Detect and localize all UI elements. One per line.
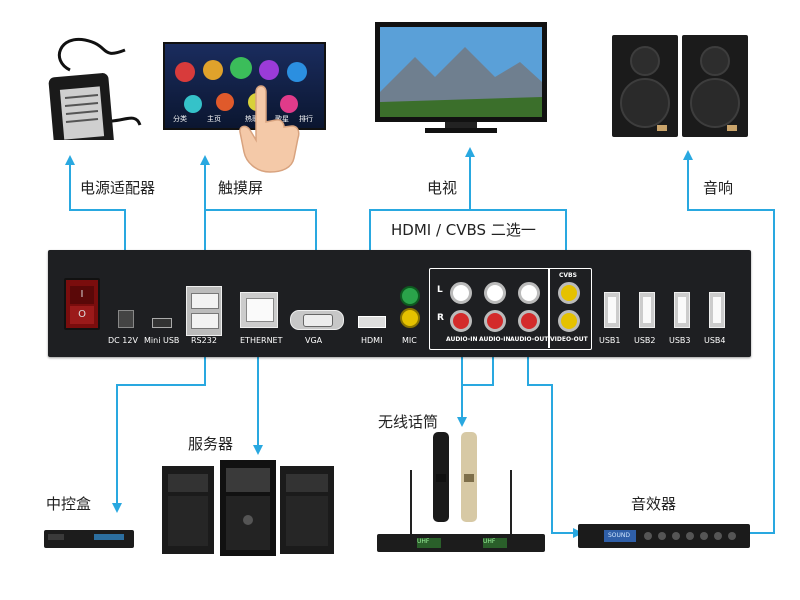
audio-in-1-right-jack[interactable]	[450, 310, 472, 332]
mic-display-b: UHF	[483, 538, 496, 545]
server-label: 服务器	[188, 435, 234, 453]
screen-menu-item: 主页	[207, 115, 221, 123]
hdmi-label: HDMI	[361, 336, 383, 345]
tv-image	[375, 22, 547, 133]
hdmi-cvbs-note: HDMI / CVBS 二选一	[391, 221, 536, 239]
audio-out-label: AUDIO-OUT	[510, 336, 549, 343]
audio-out-right-jack[interactable]	[518, 310, 540, 332]
audio-in-2-right-jack[interactable]	[484, 310, 506, 332]
screen-menu-item: 分类	[173, 115, 187, 123]
vga-port[interactable]	[290, 310, 344, 330]
audio-block	[429, 268, 592, 350]
server-image	[162, 460, 334, 556]
ethernet-label: ETHERNET	[240, 336, 283, 345]
usb1-label: USB1	[599, 336, 621, 345]
mini-usb-label: Mini USB	[144, 336, 180, 345]
usb1-port[interactable]	[604, 292, 620, 328]
mic-label: MIC	[402, 336, 417, 345]
wireless-mic-image	[377, 432, 545, 552]
audio-in-1-left-jack[interactable]	[450, 282, 472, 304]
audio-in-2-left-jack[interactable]	[484, 282, 506, 304]
control-box-image	[44, 530, 134, 548]
right-channel-label: R	[437, 313, 444, 323]
touchscreen-label: 触摸屏	[218, 179, 264, 197]
screen-menu-item: 热歌	[245, 115, 259, 123]
mic-jack-yellow[interactable]	[400, 308, 420, 328]
mic-display-a: UHF	[417, 538, 430, 545]
rs232-port[interactable]	[186, 286, 222, 336]
screen-menu-item: 歌星	[275, 115, 289, 123]
mini-usb-port[interactable]	[152, 318, 172, 328]
ethernet-port[interactable]	[240, 292, 278, 328]
hand-icon	[239, 85, 300, 173]
screen-menu-item: 排行	[299, 115, 313, 123]
effects-unit-label: 音效器	[631, 495, 677, 513]
speakers-image	[612, 35, 748, 137]
video-out-label: VIDEO-OUT	[550, 336, 588, 343]
power-switch[interactable]: I O	[64, 278, 100, 330]
cvbs-jack[interactable]	[558, 282, 580, 304]
cvbs-label: CVBS	[559, 272, 577, 279]
dc-label: DC 12V	[108, 336, 138, 345]
left-channel-label: L	[437, 285, 443, 295]
wireless-mic-label: 无线话筒	[378, 413, 439, 431]
tv-label: 电视	[427, 179, 458, 197]
audio-out-left-jack[interactable]	[518, 282, 540, 304]
control-box-label: 中控盒	[46, 495, 92, 513]
effects-unit-image	[578, 524, 750, 548]
usb3-label: USB3	[669, 336, 691, 345]
usb2-port[interactable]	[639, 292, 655, 328]
usb2-label: USB2	[634, 336, 656, 345]
effects-display: SOUND	[608, 532, 631, 539]
device-rear-panel: I O DC 12V Mini USB RS232 ETHERNET VGA H…	[48, 250, 751, 357]
mic-jack-green[interactable]	[400, 286, 420, 306]
dc-jack[interactable]	[118, 310, 134, 328]
usb4-port[interactable]	[709, 292, 725, 328]
speakers-label: 音响	[703, 179, 734, 197]
power-adapter-label: 电源适配器	[80, 179, 156, 197]
usb3-port[interactable]	[674, 292, 690, 328]
rs232-label: RS232	[191, 336, 217, 345]
audio-in-1-label: AUDIO-IN	[446, 336, 478, 343]
usb4-label: USB4	[704, 336, 726, 345]
audio-in-2-label: AUDIO-IN	[479, 336, 511, 343]
hdmi-port[interactable]	[358, 316, 386, 328]
video-out-jack[interactable]	[558, 310, 580, 332]
power-adapter-image	[48, 37, 142, 140]
vga-label: VGA	[305, 336, 323, 345]
